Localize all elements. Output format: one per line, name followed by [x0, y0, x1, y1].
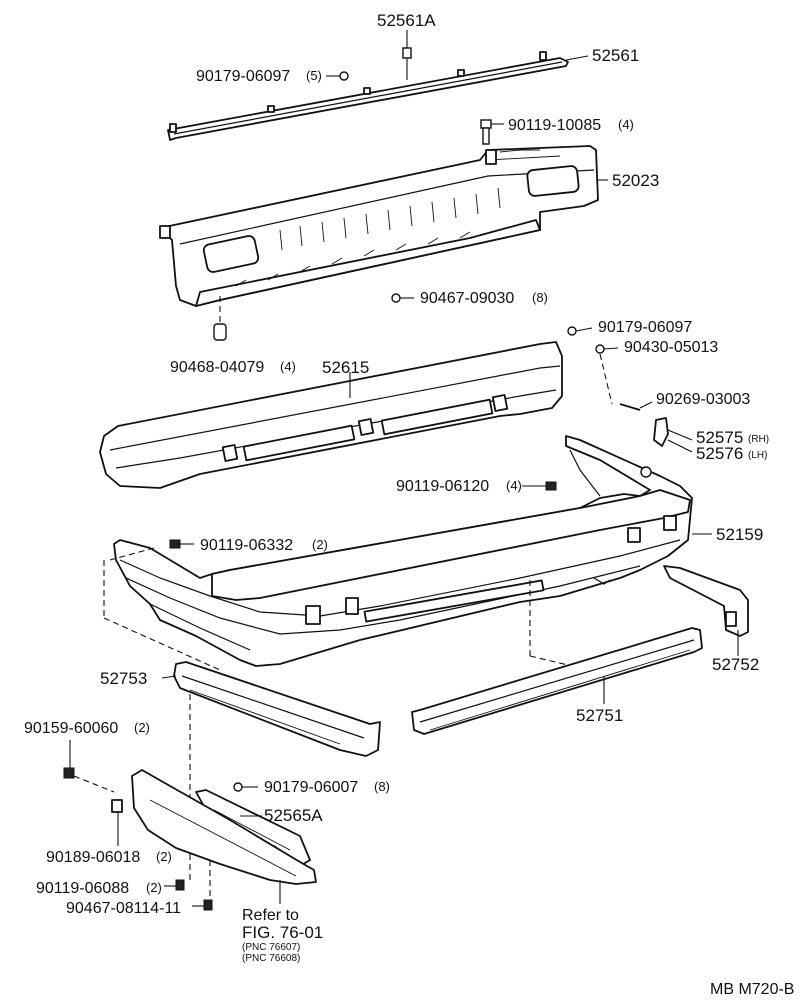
- label-90179-06097: 90179-06097: [598, 319, 692, 336]
- fastener-90119-06120: [522, 481, 557, 491]
- fastener-90179-06097: [567, 326, 593, 336]
- label-90467-08114-11: 90467-08114-11: [66, 900, 181, 917]
- fastener-90119-10085: [480, 119, 504, 145]
- fastener-90179-06097-5: [326, 71, 349, 81]
- part-52752-side-bracket: [663, 565, 749, 656]
- qty-90467-09030: (8): [532, 290, 548, 305]
- label-52752: 52752: [712, 655, 759, 674]
- fastener-90119-06332: [169, 539, 194, 549]
- label-52023: 52023: [612, 171, 659, 190]
- qty-90179-06097-5: (5): [306, 68, 322, 83]
- pnc-76607: (PNC 76607): [242, 942, 300, 953]
- label-52615: 52615: [322, 358, 369, 377]
- label-52575: 52575: [696, 428, 743, 447]
- label-90119-06088: 90119-06088: [36, 880, 129, 897]
- fastener-90119-06088: [164, 879, 185, 891]
- label-52159: 52159: [716, 525, 763, 544]
- qty-90119-06332: (2): [312, 537, 328, 552]
- diagram-code: MB M720-B: [710, 981, 794, 998]
- fig-reference: FIG. 76-01: [242, 923, 323, 942]
- label-90269-03003: 90269-03003: [656, 391, 750, 408]
- label-90119-10085: 90119-10085: [508, 117, 601, 134]
- side-52575: (RH): [748, 434, 769, 445]
- label-52561A: 52561A: [377, 11, 436, 30]
- label-90430-05013: 90430-05013: [624, 339, 718, 356]
- qty-90189-06018: (2): [156, 849, 172, 864]
- part-52575-52576-bracket: [653, 417, 693, 453]
- qty-90159-60060: (2): [134, 720, 150, 735]
- fastener-52561A: [402, 30, 412, 80]
- label-52751: 52751: [576, 706, 623, 725]
- side-52576: (LH): [748, 450, 767, 461]
- label-90119-06332: 90119-06332: [200, 537, 293, 554]
- fastener-90467-09030: [391, 293, 414, 303]
- label-52561: 52561: [592, 46, 639, 65]
- qty-90468-04079: (4): [280, 359, 296, 374]
- part-52561-retainer-strip: [167, 51, 589, 141]
- label-90468-04079: 90468-04079: [170, 359, 264, 376]
- fastener-90179-06007: [233, 782, 258, 792]
- part-52023-bumper-reinforcement: [159, 145, 608, 307]
- label-52753: 52753: [100, 669, 147, 688]
- qty-90179-06007: (8): [374, 779, 390, 794]
- fastener-90159-60060: [63, 740, 75, 779]
- label-90179-06007: 90179-06007: [264, 779, 358, 796]
- fastener-90468-04079: [213, 296, 227, 341]
- label-90159-60060: 90159-60060: [24, 720, 118, 737]
- qty-90119-06120: (4): [506, 478, 522, 493]
- fastener-90467-08114-11: [192, 899, 213, 911]
- label-90189-06018: 90189-06018: [46, 849, 140, 866]
- part-52751-lower-molding: [411, 627, 703, 735]
- label-52576: 52576: [696, 444, 743, 463]
- qty-90119-10085: (4): [618, 117, 634, 132]
- part-lower-extension: [111, 769, 317, 885]
- fastener-90269-03003: [619, 401, 653, 411]
- part-52159-bumper-cover: [113, 435, 712, 667]
- refer-to-text: Refer to: [242, 907, 299, 924]
- part-52615-energy-absorber: [99, 341, 563, 489]
- label-90467-09030: 90467-09030: [420, 290, 514, 307]
- qty-90119-06088: (2): [146, 880, 162, 895]
- fastener-90430-05013: [595, 344, 619, 405]
- label-52565A: 52565A: [264, 806, 323, 825]
- part-52753-lower-spoiler: [161, 661, 381, 757]
- label-90179-06097-5: 90179-06097: [196, 68, 290, 85]
- label-90119-06120: 90119-06120: [396, 478, 489, 495]
- pnc-76608: (PNC 76608): [242, 953, 300, 964]
